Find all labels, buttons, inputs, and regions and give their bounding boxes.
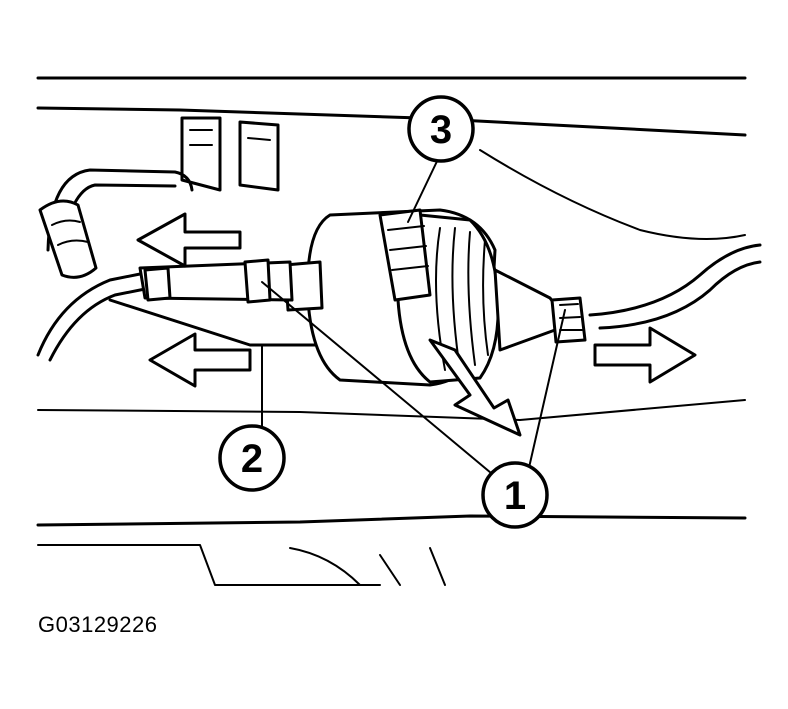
chassis-frame — [36, 76, 747, 586]
figure-id-code: G03129226 — [38, 612, 158, 637]
fuel-filter — [138, 208, 587, 387]
callout-1: 1 — [481, 461, 549, 529]
flow-arrow-lower-left-icon — [148, 332, 252, 388]
flow-arrow-down-icon — [428, 338, 522, 437]
leader-lines — [261, 154, 566, 479]
callout-3: 3 — [407, 95, 475, 163]
flow-arrows — [136, 212, 697, 437]
callout-1-label: 1 — [504, 474, 526, 518]
inlet-hose — [38, 199, 98, 279]
callout-2-label: 2 — [241, 437, 263, 481]
mounting-bracket — [180, 116, 280, 192]
callout-2: 2 — [218, 424, 286, 492]
flow-arrow-right-icon — [593, 326, 697, 384]
flow-arrow-upper-left-icon — [136, 212, 242, 268]
callout-3-label: 3 — [430, 108, 452, 152]
